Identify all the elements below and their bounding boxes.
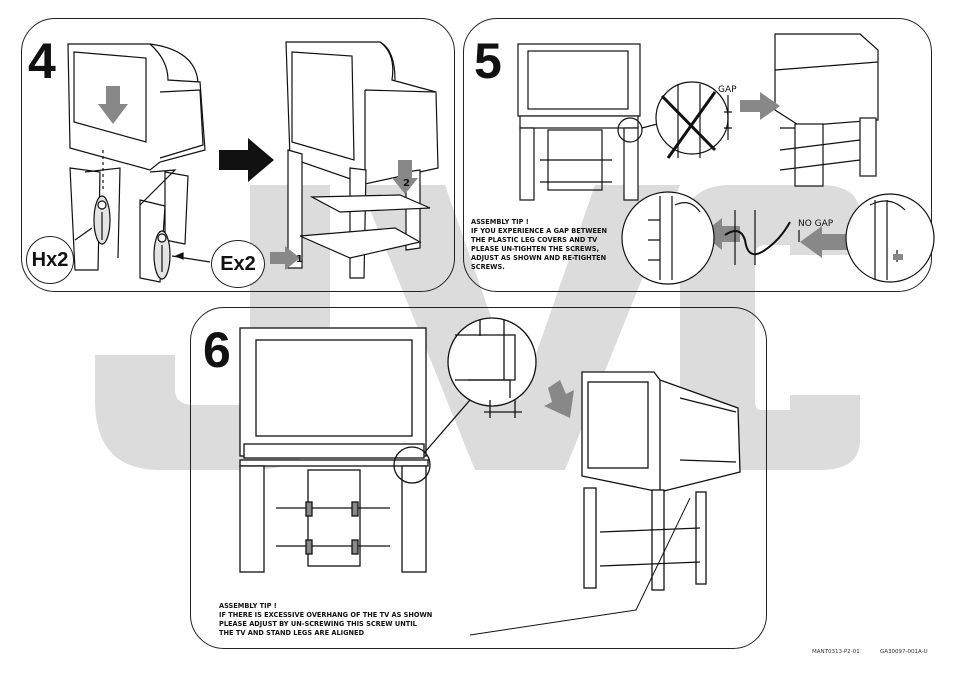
tip-line: IF YOU EXPERIENCE A GAP BETWEEN [471, 227, 608, 235]
marker-1: 1 [296, 254, 303, 265]
tip-line: SCREWS. [471, 263, 505, 271]
step-number-4: 4 [28, 33, 56, 89]
gap-label: GAP [718, 85, 737, 95]
marker-2: 2 [403, 178, 410, 189]
step-number-5: 5 [474, 33, 502, 89]
tip-line: IF THERE IS EXCESSIVE OVERHANG OF THE TV… [219, 611, 433, 619]
step-4-panel [21, 18, 455, 292]
tip-line: THE PLASTIC LEG COVERS AND TV [471, 236, 598, 244]
tip-line: ASSEMBLY TIP ! [219, 602, 277, 610]
tip-line: PLEASE ADJUST BY UN-SCREWING THIS SCREW … [219, 620, 417, 628]
hardware-e-callout: Ex2 [211, 240, 265, 288]
step-number-6: 6 [203, 322, 231, 378]
step-6-assembly-tip: ASSEMBLY TIP ! IF THERE IS EXCESSIVE OVE… [219, 602, 489, 638]
tip-line: ADJUST AS SHOWN AND RE-TIGHTEN [471, 254, 607, 262]
tip-line: ASSEMBLY TIP ! [471, 218, 529, 226]
no-gap-label: NO GAP [798, 219, 834, 229]
footer-right-code: GA30097-001A-U [880, 649, 928, 655]
tip-line: THE TV AND STAND LEGS ARE ALIGNED [219, 629, 365, 637]
hardware-h-callout: Hx2 [26, 236, 74, 284]
footer-left-code: MANT0313-P2-01 [812, 649, 860, 655]
step-5-panel [463, 18, 932, 292]
tip-line: PLEASE UN-TIGHTEN THE SCREWS, [471, 245, 600, 253]
step-5-assembly-tip: ASSEMBLY TIP ! IF YOU EXPERIENCE A GAP B… [471, 218, 631, 272]
step-6-panel [190, 307, 767, 649]
